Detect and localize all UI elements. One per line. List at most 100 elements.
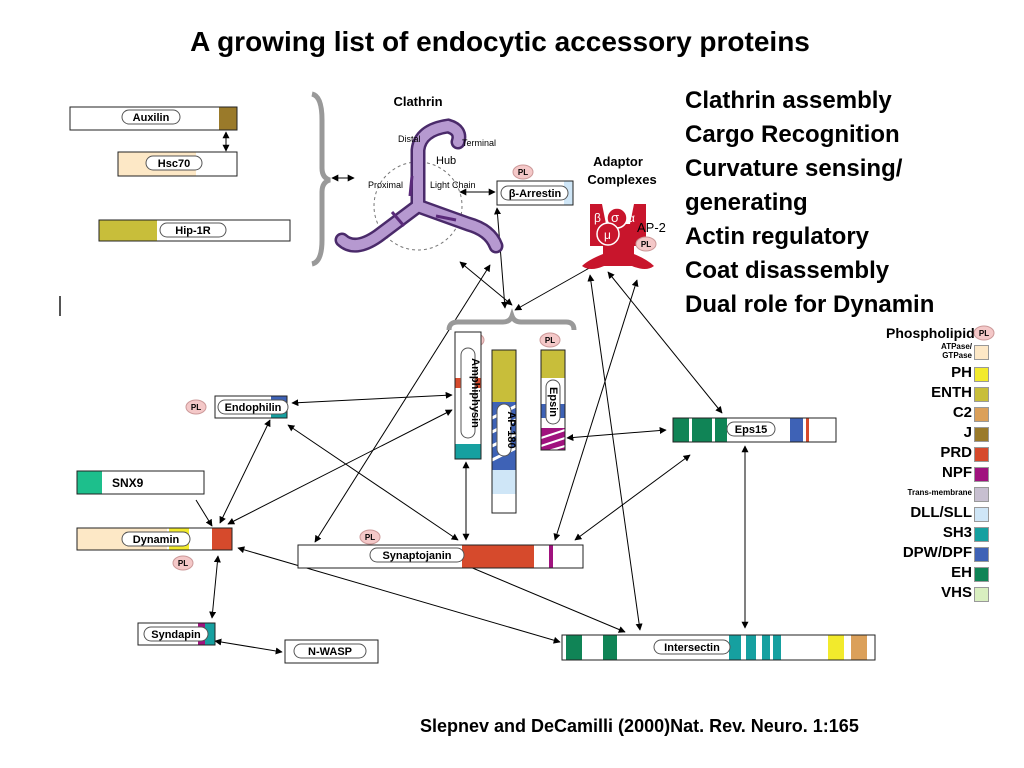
pl-badge-endophilin: PL (185, 399, 207, 415)
arrow-ap2-synaptojanin (553, 279, 639, 541)
arrestin-label: β-Arrestin (509, 188, 562, 200)
legend-pl-badge: PL (973, 325, 995, 341)
nwasp-label: N-WASP (308, 646, 352, 658)
legend-swatch (974, 387, 989, 402)
slide-title: A growing list of endocytic accessory pr… (190, 26, 810, 57)
citation: Slepnev and DeCamilli (2000)Nat. Rev. Ne… (420, 716, 859, 736)
protein-arrestin: β-Arrestin (496, 180, 574, 206)
svg-text:PL: PL (178, 559, 188, 568)
arrow-endophilin-dynamin (219, 419, 271, 524)
legend-swatch (974, 467, 989, 482)
clathrin-hub-circle (373, 161, 463, 251)
ap2-sigma-label: σ (611, 210, 619, 225)
protein-synaptojanin: Synaptojanin (297, 544, 584, 569)
arrow-ap2-bracket (514, 261, 601, 311)
protein-amphiphysin: Amphiphysin (454, 331, 482, 460)
pl-badge-epsin: PL (539, 332, 561, 348)
clathrin-hub-label: Hub (436, 155, 456, 167)
protein-ap180: AP-180 (491, 349, 517, 514)
svg-text:PL: PL (518, 168, 528, 177)
legend-swatch (974, 587, 989, 602)
clathrin-triskelion (334, 118, 504, 254)
role-item: generating (685, 189, 808, 216)
legend-swatch (974, 487, 989, 502)
legend-item-label: PH (951, 364, 972, 381)
arrow-epsin-eps15 (566, 427, 667, 441)
intersectin-label: Intersectin (664, 642, 720, 654)
protein-auxilin: Auxilin (69, 106, 238, 131)
endophilin-label: Endophilin (225, 402, 282, 414)
arrow-snx9-dynamin (195, 499, 213, 527)
arrow-dynamin-intersectin (237, 546, 561, 644)
hip1r-label: Hip-1R (175, 225, 211, 237)
legend-item-label: SH3 (942, 524, 972, 541)
role-item: Clathrin assembly (685, 87, 892, 114)
legend-swatch (974, 367, 989, 382)
legend-swatch (974, 567, 989, 582)
legend-swatch (974, 527, 989, 542)
ap2-mu-label: μ (604, 228, 611, 242)
legend-item-label: DPW/DPF (902, 544, 972, 561)
protein-intersectin: Intersectin (561, 634, 876, 661)
protein-nwasp: N-WASP (284, 639, 379, 664)
hsc70-label: Hsc70 (158, 158, 190, 170)
pl-badge-synaptojanin: PL (359, 529, 381, 545)
role-item: Curvature sensing/ (685, 155, 903, 182)
arrow-dynamin-syndapin (209, 555, 221, 619)
pl-badge-ap2: PL (635, 236, 657, 252)
legend-item-label: J (963, 424, 972, 441)
ap2-beta-label: β (594, 211, 601, 225)
legend-item-label: Trans-membrane (907, 488, 972, 497)
clathrin-title: Clathrin (393, 94, 442, 109)
legend-swatch (974, 345, 989, 360)
arrow-ap2-eps15 (607, 271, 723, 414)
svg-text:PL: PL (641, 240, 651, 249)
pl-badge-dynamin: PL (172, 555, 194, 571)
clathrin-light-chain-label: Light Chain (430, 180, 476, 190)
protein-syndapin: Syndapin (137, 622, 216, 646)
eps15-label: Eps15 (735, 424, 767, 436)
protein-hip1r: Hip-1R (98, 219, 291, 242)
legend-item-label: ATPase/GTPase (941, 342, 972, 360)
role-item: Dual role for Dynamin (685, 291, 935, 318)
ap2-complex (582, 204, 654, 269)
svg-text:PL: PL (365, 533, 375, 542)
clathrin-proximal-label: Proximal (368, 180, 403, 190)
protein-eps15: Eps15 (672, 417, 837, 443)
clathrin-bracket (311, 91, 331, 267)
snx9-label: SNX9 (112, 476, 144, 490)
ap180-label: AP-180 (505, 411, 517, 448)
arrow-clathrin-bracket (459, 261, 513, 306)
protein-snx9: SNX9 (76, 470, 205, 495)
arrow-endophilin-amphiphysin (291, 391, 453, 407)
legend-swatch (974, 427, 989, 442)
protein-dynamin: Dynamin (76, 527, 233, 551)
legend-item-label: PRD (940, 444, 972, 461)
auxilin-label: Auxilin (133, 112, 170, 124)
protein-endophilin: Endophilin (214, 395, 289, 419)
ap2-label: AP-2 (637, 220, 666, 235)
epsin-label: Epsin (547, 387, 559, 417)
legend-item-label: NPF (942, 464, 972, 481)
role-item: Cargo Recognition (685, 121, 900, 148)
legend-swatch (974, 407, 989, 422)
adaptor-title-line2: Complexes (587, 172, 656, 187)
clathrin-distal-label: Distal (398, 134, 421, 144)
role-item: Actin regulatory (685, 223, 870, 250)
synaptojanin-label: Synaptojanin (382, 550, 451, 562)
arrow-ap2-intersectin (587, 274, 643, 631)
arrow-endophilin-synaptojanin (287, 424, 459, 541)
legend-swatch (974, 447, 989, 462)
svg-text:PL: PL (979, 329, 989, 338)
arrow-eps15-synaptojanin (574, 454, 691, 541)
dynamin-label: Dynamin (133, 534, 180, 546)
interaction-arrows (209, 131, 749, 655)
legend-swatch (974, 547, 989, 562)
syndapin-label: Syndapin (151, 629, 201, 641)
ap2-alpha-label: α (628, 211, 635, 225)
legend-swatch (974, 507, 989, 522)
amphiphysin-label: Amphiphysin (469, 358, 481, 428)
arrow-syndapin-nwasp (214, 638, 283, 655)
role-list: Clathrin assembly Cargo Recognition Curv… (685, 84, 934, 322)
